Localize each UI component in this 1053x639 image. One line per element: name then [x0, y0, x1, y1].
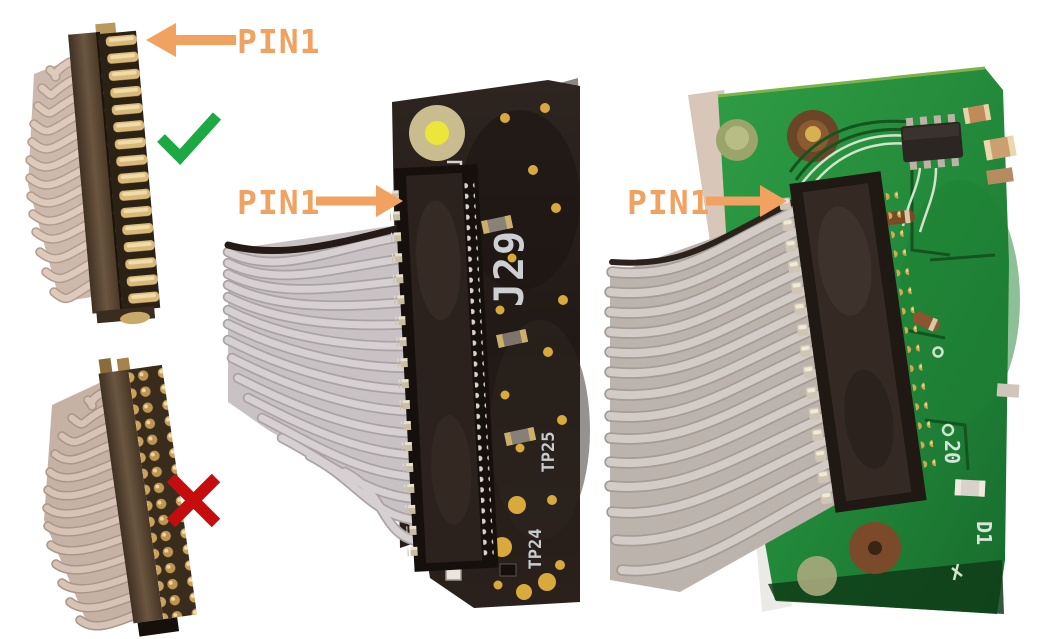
- j29-connector-body: [388, 164, 499, 572]
- pin20-silkscreen-label: 20: [940, 440, 964, 464]
- pin-grid: [128, 364, 197, 620]
- tp24-silkscreen-label: TP24: [526, 529, 546, 570]
- pin1-annotation-middle: PIN1: [237, 183, 403, 222]
- connector-body: [98, 357, 197, 637]
- connector-pin-dots: [464, 180, 494, 559]
- pin1-label: PIN1: [237, 183, 320, 222]
- x-icon: [166, 473, 221, 528]
- board-connector-body: [776, 171, 938, 513]
- arrow-right-icon: [376, 185, 403, 217]
- pin1-annotation-right: PIN1: [627, 183, 787, 222]
- correct-connector-photo: [25, 22, 161, 325]
- pin1-label: PIN1: [237, 22, 320, 61]
- connector-gold-pads: [885, 189, 938, 478]
- connector-pin-nubs: [776, 191, 835, 509]
- ribbon-wires: [604, 195, 857, 577]
- d1-silkscreen-label: D1: [972, 521, 996, 545]
- j29-silkscreen-label: J29: [487, 229, 533, 307]
- check-icon: [157, 112, 222, 165]
- connector-pin-nubs: [388, 184, 418, 557]
- sensor-board-photo: 20 D1: [604, 66, 1020, 614]
- bottom-pad-olive: [797, 556, 837, 596]
- arrow-left-icon: [146, 23, 176, 57]
- connector-body: [68, 22, 161, 325]
- pin1-label: PIN1: [627, 183, 710, 222]
- gold-contact-strip: [98, 30, 161, 312]
- arrow-right-icon: [760, 185, 787, 217]
- breakout-board-photo: J29 TP25 TP24: [222, 78, 590, 608]
- tp25-silkscreen-label: TP25: [539, 432, 559, 473]
- pin1-annotation-top: PIN1: [146, 22, 320, 61]
- ribbon-wires: [25, 57, 100, 304]
- wrong-connector-photo: [42, 357, 197, 637]
- soic-chip: [900, 113, 964, 170]
